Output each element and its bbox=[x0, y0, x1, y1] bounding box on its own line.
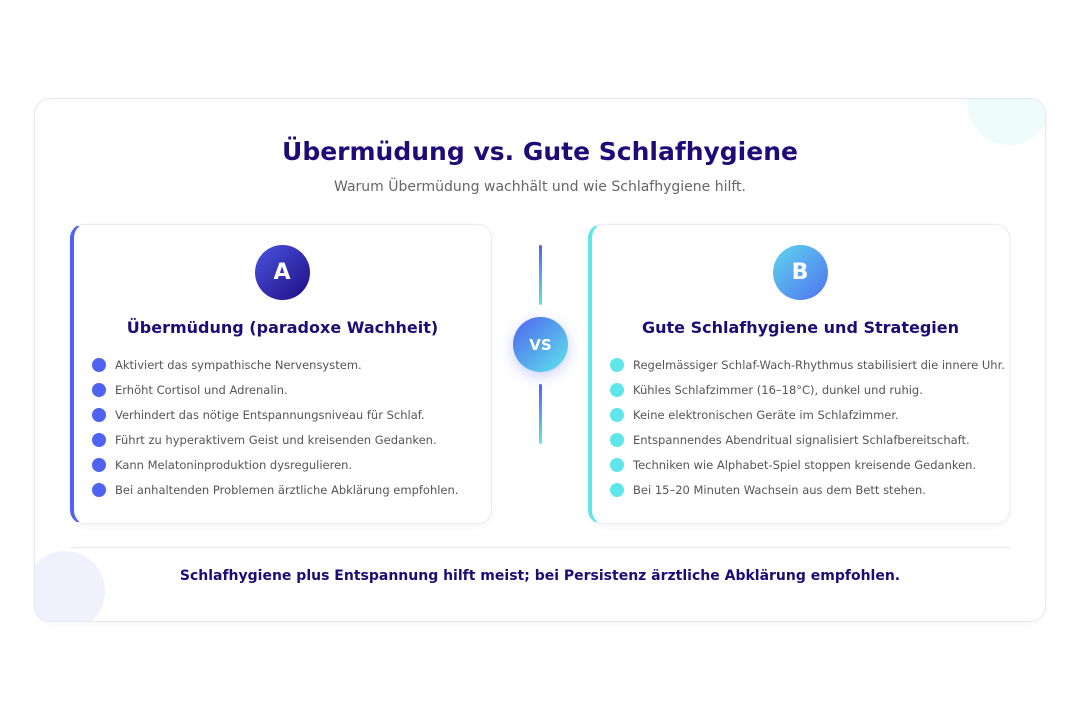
card-title: Übermüdung (paradoxe Wachheit) bbox=[126, 318, 439, 337]
page-subtitle: Warum Übermüdung wachhält und wie Schlaf… bbox=[334, 179, 746, 195]
item-text: Kühles Schlafzimmer (16–18°C), dunkel un… bbox=[633, 382, 923, 397]
item-text: Bei anhaltenden Problemen ärztliche Abkl… bbox=[115, 482, 459, 497]
item-text: Verhindert das nötige Entspannungsniveau… bbox=[115, 407, 425, 422]
list-item: Regelmässiger Schlaf-Wach-Rhythmus stabi… bbox=[610, 352, 1005, 377]
list-item: Entspannendes Abendritual signalisiert S… bbox=[610, 427, 1005, 452]
bullet-icon bbox=[610, 482, 624, 497]
list-item: Kühles Schlafzimmer (16–18°C), dunkel un… bbox=[610, 377, 1005, 402]
connector-line bbox=[539, 384, 542, 444]
bullet-icon bbox=[92, 382, 106, 397]
bullet-icon bbox=[610, 432, 624, 447]
item-text: Entspannendes Abendritual signalisiert S… bbox=[633, 432, 970, 447]
card-title: Gute Schlafhygiene und Strategien bbox=[642, 318, 959, 337]
item-text: Führt zu hyperaktivem Geist und kreisend… bbox=[115, 432, 437, 447]
list-item: Verhindert das nötige Entspannungsniveau… bbox=[92, 402, 458, 427]
badge-b: B bbox=[772, 245, 828, 300]
list-item: Bei 15–20 Minuten Wachsein aus dem Bett … bbox=[610, 477, 1005, 502]
page-title: Übermüdung vs. Gute Schlafhygiene bbox=[282, 137, 798, 166]
item-text: Regelmässiger Schlaf-Wach-Rhythmus stabi… bbox=[633, 357, 1005, 372]
list-item: Führt zu hyperaktivem Geist und kreisend… bbox=[92, 427, 458, 452]
bullet-icon bbox=[92, 482, 106, 497]
bullet-icon bbox=[92, 432, 106, 447]
item-text: Techniken wie Alphabet-Spiel stoppen kre… bbox=[633, 457, 977, 472]
list-item: Techniken wie Alphabet-Spiel stoppen kre… bbox=[610, 452, 1005, 477]
item-text: Aktiviert das sympathische Nervensystem. bbox=[115, 357, 362, 372]
item-text: Erhöht Cortisol und Adrenalin. bbox=[115, 382, 288, 397]
item-text: Kann Melatoninproduktion dysregulieren. bbox=[115, 457, 353, 472]
bullet-icon bbox=[610, 357, 624, 372]
bullet-icon bbox=[610, 382, 624, 397]
divider bbox=[70, 547, 1010, 548]
decorative-circle bbox=[35, 551, 105, 621]
item-text: Keine elektronischen Geräte im Schlafzim… bbox=[633, 407, 899, 422]
list-item: Erhöht Cortisol und Adrenalin. bbox=[92, 377, 458, 402]
footer-summary: Schlafhygiene plus Entspannung hilft mei… bbox=[179, 568, 901, 584]
card-overtiredness: A Übermüdung (paradoxe Wachheit) Aktivie… bbox=[70, 224, 492, 524]
bullet-list: Regelmässiger Schlaf-Wach-Rhythmus stabi… bbox=[610, 352, 1005, 502]
vs-badge: VS bbox=[513, 317, 568, 372]
item-text: Bei 15–20 Minuten Wachsein aus dem Bett … bbox=[633, 482, 926, 497]
badge-a: A bbox=[254, 245, 310, 300]
bullet-list: Aktiviert das sympathische Nervensystem.… bbox=[92, 352, 458, 502]
bullet-icon bbox=[92, 457, 106, 472]
bullet-icon bbox=[610, 407, 624, 422]
list-item: Aktiviert das sympathische Nervensystem. bbox=[92, 352, 458, 377]
connector-line bbox=[539, 245, 542, 305]
bullet-icon bbox=[92, 407, 106, 422]
list-item: Keine elektronischen Geräte im Schlafzim… bbox=[610, 402, 1005, 427]
bullet-icon bbox=[610, 457, 624, 472]
card-sleep-hygiene: B Gute Schlafhygiene und Strategien Rege… bbox=[588, 224, 1010, 524]
list-item: Kann Melatoninproduktion dysregulieren. bbox=[92, 452, 458, 477]
list-item: Bei anhaltenden Problemen ärztliche Abkl… bbox=[92, 477, 458, 502]
bullet-icon bbox=[92, 357, 106, 372]
comparison-panel: Übermüdung vs. Gute Schlafhygiene Warum … bbox=[34, 98, 1046, 622]
